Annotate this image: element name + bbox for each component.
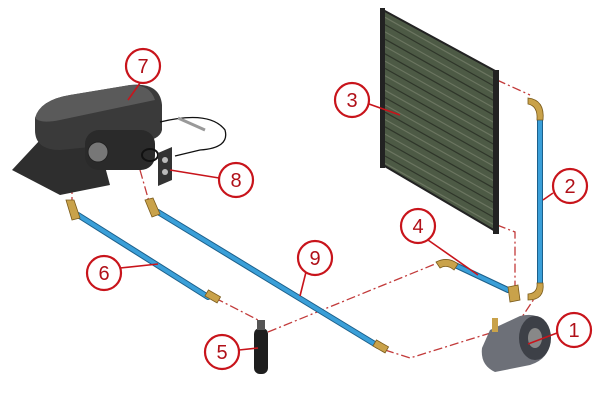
callout-number: 6 xyxy=(98,263,109,285)
callout-number: 5 xyxy=(216,342,227,364)
callout-number: 4 xyxy=(412,216,423,238)
callout-number: 2 xyxy=(564,176,575,198)
callout-4: 4 xyxy=(399,207,437,245)
callout-circle xyxy=(399,207,437,245)
callout-number: 7 xyxy=(137,56,148,78)
callout-7: 7 xyxy=(124,47,162,85)
receiver-drier xyxy=(254,320,268,374)
callout-circle xyxy=(296,239,334,277)
fittings xyxy=(65,97,544,354)
callout-8: 8 xyxy=(217,161,255,199)
callouts: 1 2 3 4 5 6 7 8 9 xyxy=(85,47,593,371)
callout-3: 3 xyxy=(333,81,371,119)
callout-circle xyxy=(333,81,371,119)
callout-circle xyxy=(555,311,593,349)
callout-circle xyxy=(217,161,255,199)
callout-number: 3 xyxy=(346,90,357,112)
hoses xyxy=(75,117,543,349)
callout-circle xyxy=(85,254,123,292)
switch-plate xyxy=(158,147,172,186)
compressor xyxy=(481,314,551,372)
callout-2: 2 xyxy=(551,167,589,205)
callout-5: 5 xyxy=(203,333,241,371)
callout-circle xyxy=(551,167,589,205)
condenser xyxy=(380,8,499,234)
callout-number: 9 xyxy=(309,248,320,270)
callout-circle xyxy=(203,333,241,371)
leader-lines xyxy=(119,82,558,351)
callout-6: 6 xyxy=(85,254,123,292)
callout-9: 9 xyxy=(296,239,334,277)
callout-number: 1 xyxy=(568,320,579,342)
callout-circle xyxy=(124,47,162,85)
evaporator-unit xyxy=(12,84,227,195)
callout-1: 1 xyxy=(555,311,593,349)
callout-number: 8 xyxy=(230,170,241,192)
